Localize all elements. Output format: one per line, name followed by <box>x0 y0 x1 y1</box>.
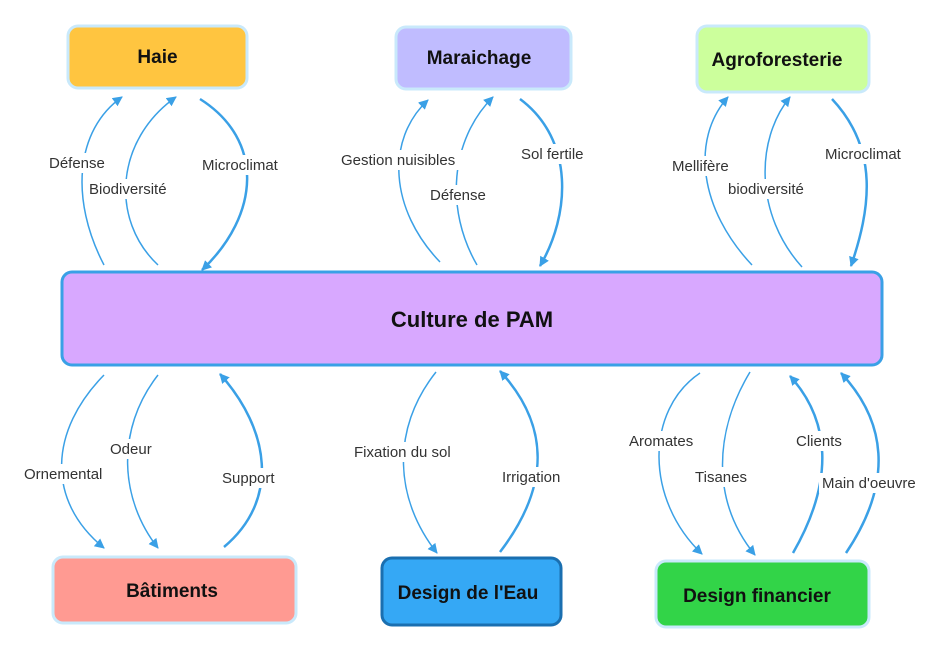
label-agro-mellifere: Mellifère <box>672 158 729 175</box>
node-financier-label: Design financier <box>683 586 831 607</box>
edge-agro-microclimat <box>831 98 868 267</box>
node-haie-label: Haie <box>137 47 177 68</box>
label-fin-tisanes: Tisanes <box>695 469 747 486</box>
node-batiments-label: Bâtiments <box>126 581 218 602</box>
node-agroforesterie-label: Agroforesterie <box>712 50 843 71</box>
label-mar-defense: Défense <box>430 187 486 204</box>
label-agro-biodiversite: biodiversité <box>728 181 804 198</box>
edge-bat-support <box>219 373 264 548</box>
edge-bat-odeur <box>126 374 159 549</box>
label-eau-fixation: Fixation du sol <box>354 444 451 461</box>
node-maraichage: Maraichage <box>394 25 573 91</box>
node-batiments: Bâtiments <box>51 555 298 625</box>
edge-agro-mellifere <box>704 96 753 266</box>
label-bat-odeur: Odeur <box>110 441 152 458</box>
node-maraichage-label: Maraichage <box>427 48 532 69</box>
label-haie-defense: Défense <box>49 155 105 172</box>
label-haie-microclimat: Microclimat <box>202 157 279 174</box>
edge-mar-defense <box>455 96 494 266</box>
node-center-label: Culture de PAM <box>391 307 553 332</box>
edge-labels: Défense Biodiversité Microclimat Gestion… <box>21 144 927 493</box>
label-bat-support: Support <box>222 470 275 487</box>
edge-bat-ornemental <box>60 374 105 549</box>
edges <box>60 96 880 556</box>
label-bat-ornemental: Ornemental <box>24 466 102 483</box>
edge-haie-microclimat <box>199 97 249 271</box>
label-mar-sol: Sol fertile <box>521 146 584 163</box>
node-agroforesterie: Agroforesterie <box>695 24 871 94</box>
edge-eau-irrigation <box>499 370 539 553</box>
label-eau-irrigation: Irrigation <box>502 469 560 486</box>
label-agro-microclimat: Microclimat <box>825 146 902 163</box>
label-fin-main: Main d'oeuvre <box>822 475 916 492</box>
edge-mar-sol <box>519 97 564 267</box>
node-financier: Design financier <box>654 559 871 629</box>
edge-fin-main <box>840 372 880 554</box>
node-eau: Design de l'Eau <box>380 556 563 627</box>
edge-agro-biodiversite <box>764 96 803 268</box>
node-center: Culture de PAM <box>60 270 884 367</box>
edge-mar-gestion <box>398 99 441 263</box>
node-eau-label: Design de l'Eau <box>398 583 539 604</box>
edge-fin-clients <box>789 375 824 554</box>
label-haie-biodiversite: Biodiversité <box>89 181 167 198</box>
edge-eau-fixation <box>402 371 438 554</box>
label-mar-gestion: Gestion nuisibles <box>341 152 455 169</box>
edge-fin-tisanes <box>721 371 756 556</box>
label-fin-clients: Clients <box>796 433 842 450</box>
node-haie: Haie <box>66 24 249 90</box>
label-fin-aromates: Aromates <box>629 433 693 450</box>
edge-fin-aromates <box>658 372 703 555</box>
